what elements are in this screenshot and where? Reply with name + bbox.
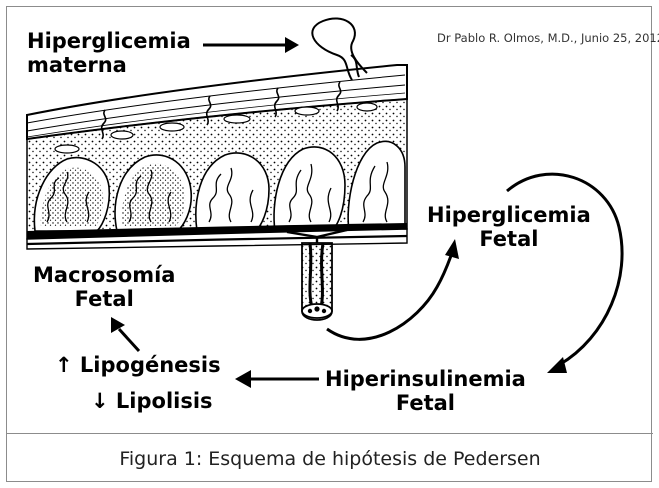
label-fetal-hyperglycemia-line2: Fetal [427, 227, 591, 251]
label-macrosomia-line1: Macrosomía [33, 263, 175, 287]
arrow-cord-to-fetal-hyperglycemia [327, 239, 459, 339]
label-fetal-hyperglycemia-line1: Hiperglicemia [427, 203, 591, 227]
figure-caption: Figura 1: Esquema de hipótesis de Peders… [119, 448, 540, 470]
label-maternal-hyperglycemia-line2: materna [27, 53, 191, 77]
figure-frame: Dr Pablo R. Olmos, M.D., Junio 25, 2012 … [6, 6, 652, 482]
label-macrosomia: Macrosomía Fetal [33, 263, 175, 311]
label-hyperinsulinemia-line1: Hiperinsulinemia [325, 367, 526, 391]
label-hyperinsulinemia-line2: Fetal [325, 391, 526, 415]
label-maternal-hyperglycemia: Hiperglicemia materna [27, 29, 191, 77]
arrow-lipogenesis-to-macrosomia [111, 317, 139, 351]
author-credit: Dr Pablo R. Olmos, M.D., Junio 25, 2012 [437, 31, 659, 45]
label-hyperinsulinemia: Hiperinsulinemia Fetal [325, 367, 526, 415]
label-macrosomia-line2: Fetal [33, 287, 175, 311]
label-lipogenesis: ↑ Lipogénesis [55, 353, 221, 377]
arrow-hyperinsulinemia-to-lipogenesis [235, 370, 319, 388]
label-maternal-hyperglycemia-line1: Hiperglicemia [27, 29, 191, 53]
caption-box: Figura 1: Esquema de hipótesis de Peders… [7, 433, 653, 483]
arrow-maternal-to-vessel [203, 37, 299, 53]
label-fetal-hyperglycemia: Hiperglicemia Fetal [427, 203, 591, 251]
label-lipolysis: ↓ Lipolisis [91, 389, 213, 413]
diagram-area: Dr Pablo R. Olmos, M.D., Junio 25, 2012 … [7, 7, 653, 433]
